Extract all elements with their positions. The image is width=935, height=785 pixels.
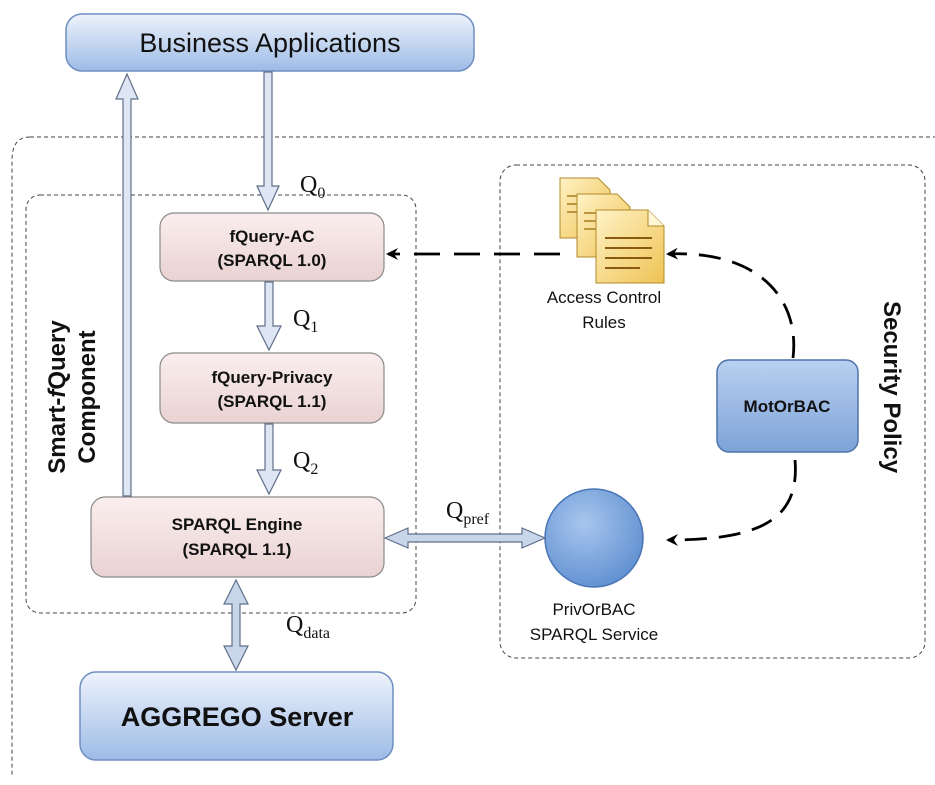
privorbac-node[interactable] xyxy=(544,488,644,588)
q1-label: Q1 xyxy=(293,306,318,336)
access-control-rules-title: Access Control xyxy=(547,288,661,307)
smart-fquery-group-title: Smart-fQuery xyxy=(44,320,71,474)
motorbac-node[interactable] xyxy=(716,359,859,453)
smart-fquery-group xyxy=(25,194,417,614)
business-applications-label: Business Applications xyxy=(139,28,400,58)
arrow-sparql-engine-aggrego xyxy=(223,578,249,672)
qdata-label: Qdata xyxy=(286,612,330,642)
security-policy-group-title: Security Policy xyxy=(878,301,905,474)
arrow-motorbac-to-rules xyxy=(666,247,796,359)
fquery-ac-title: fQuery-AC xyxy=(229,227,314,246)
fquery-ac-node[interactable] xyxy=(159,212,385,282)
q0-label: Q0 xyxy=(300,172,325,202)
arrow-sparql-engine-privorbac xyxy=(383,527,547,549)
sparql-engine-node[interactable] xyxy=(90,496,385,578)
fquery-ac-subtitle: (SPARQL 1.0) xyxy=(218,251,327,270)
fquery-privacy-subtitle: (SPARQL 1.1) xyxy=(218,392,327,411)
sparql-engine-subtitle: (SPARQL 1.1) xyxy=(183,540,292,559)
documents-icon xyxy=(559,177,665,284)
security-policy-group xyxy=(499,164,926,659)
arrow-business-to-fquery-ac xyxy=(256,71,280,212)
arrow-motorbac-to-privorbac xyxy=(666,459,797,546)
aggrego-server-node[interactable] xyxy=(79,671,394,761)
aggrego-server-label: AGGREGO Server xyxy=(121,702,354,732)
arrow-fquery-ac-to-privacy xyxy=(256,281,282,352)
privorbac-subtitle: SPARQL Service xyxy=(530,625,659,644)
motorbac-label: MotOrBAC xyxy=(744,397,831,416)
arrow-sparql-engine-to-business xyxy=(115,72,139,497)
access-control-rules-subtitle: Rules xyxy=(582,313,625,332)
arrow-privacy-to-sparql-engine xyxy=(256,423,282,496)
outer-container xyxy=(11,136,935,775)
smart-fquery-group-subtitle: Component xyxy=(74,330,101,463)
sparql-engine-title: SPARQL Engine xyxy=(172,515,303,534)
qpref-label: Qpref xyxy=(446,498,490,528)
fquery-privacy-node[interactable] xyxy=(159,352,385,424)
q2-label: Q2 xyxy=(293,448,318,478)
business-applications-node[interactable] xyxy=(65,13,475,72)
fquery-privacy-title: fQuery-Privacy xyxy=(212,368,333,387)
privorbac-title: PrivOrBAC xyxy=(552,600,635,619)
